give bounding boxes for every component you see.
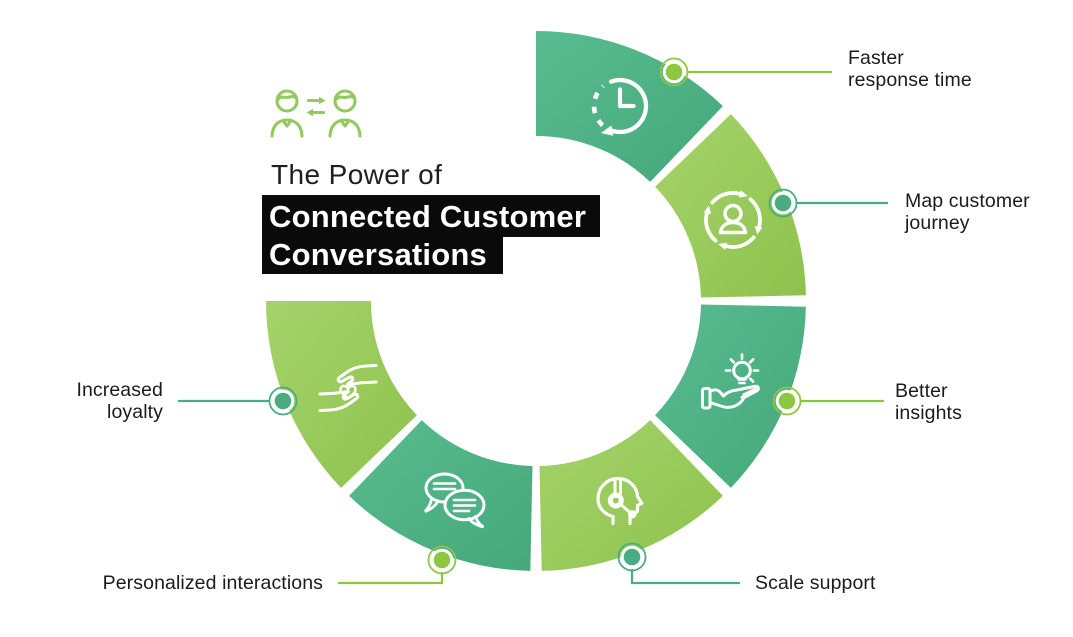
label-faster-response-time: Faster response time xyxy=(848,47,972,91)
title-line-2: Conversations xyxy=(262,237,503,274)
segment-increased-loyalty xyxy=(266,301,417,488)
leader-line-scale-support xyxy=(630,569,740,585)
segment-scale-support xyxy=(539,420,723,571)
leader-lines xyxy=(178,70,888,585)
label-scale-support: Scale support xyxy=(755,572,876,594)
headset-agent-icon xyxy=(596,476,644,526)
customer-cycle-icon xyxy=(703,190,763,250)
segment-better-insights xyxy=(655,304,806,488)
title-kicker: The Power of xyxy=(271,159,443,190)
leader-line-personalized-interactions xyxy=(338,572,444,585)
label-personalized-interactions: Personalized interactions xyxy=(102,572,323,594)
chat-bubbles-icon xyxy=(423,472,486,529)
connector-dot-personalized-interactions xyxy=(427,545,457,575)
title-line-1: Connected Customer xyxy=(262,195,601,237)
label-better-insights: Better insights xyxy=(895,380,962,424)
segment-personalized-interactions xyxy=(349,420,533,571)
connector-dots xyxy=(268,57,802,575)
connector-dot-increased-loyalty xyxy=(268,386,298,416)
people-exchange-icon xyxy=(270,89,362,138)
connector-dot-better-insights xyxy=(772,386,802,416)
connector-dot-map-customer-journey xyxy=(768,188,798,218)
clock-history-icon xyxy=(591,77,649,136)
bulb-hand-icon xyxy=(701,353,760,410)
hands-heart-icon xyxy=(318,364,378,412)
label-map-customer-journey: Map customer journey xyxy=(905,190,1030,234)
label-increased-loyalty: Increased loyalty xyxy=(76,379,163,423)
connector-dot-faster-response-time xyxy=(659,57,689,87)
connector-dot-scale-support xyxy=(617,542,647,572)
